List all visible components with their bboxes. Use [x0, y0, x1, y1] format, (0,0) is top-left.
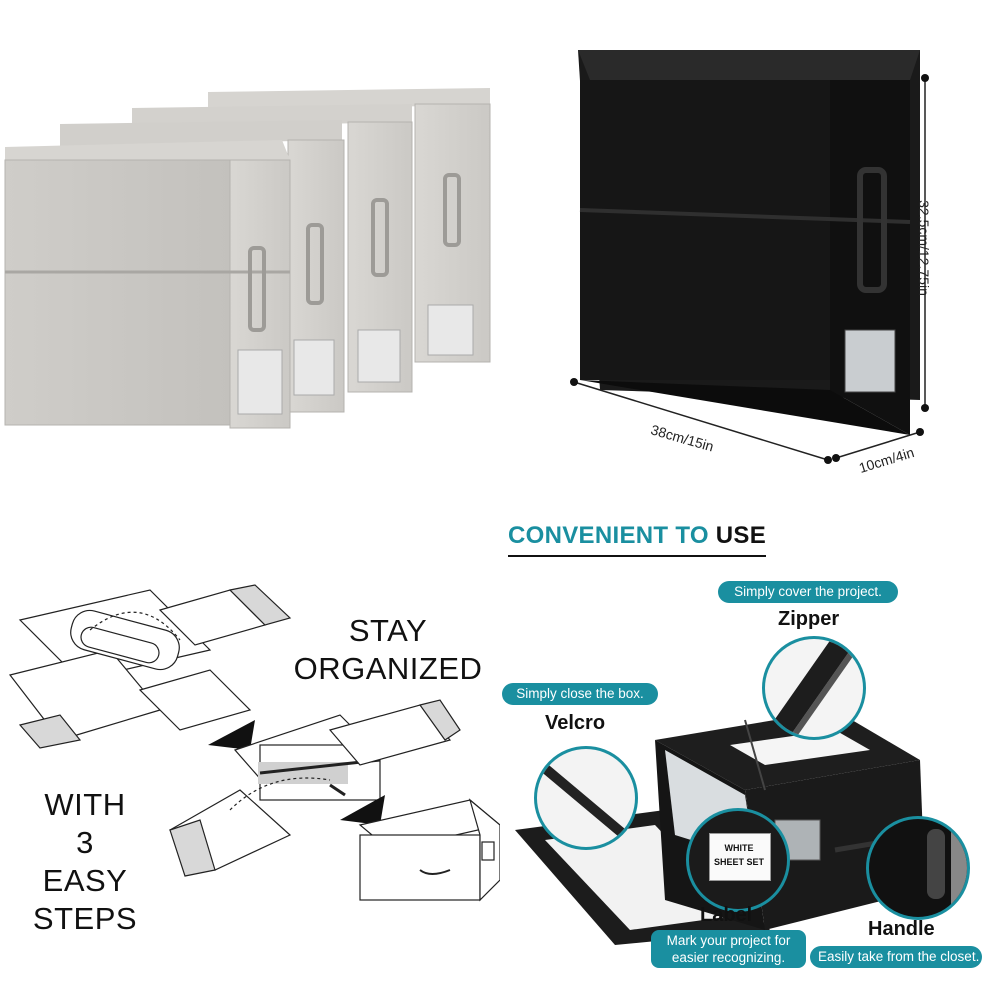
handle-title: Handle: [868, 918, 935, 940]
zipper-zoom-circle: [762, 636, 866, 740]
heading-part1: CONVENIENT TO: [508, 522, 709, 549]
label-caption: Mark your project for easier recognizing…: [651, 930, 806, 968]
handle-zoom-circle: [866, 816, 970, 920]
stay-line2: ORGANIZED: [293, 651, 483, 686]
velcro-title: Velcro: [545, 712, 606, 734]
handle-caption: Easily take from the closet.: [810, 946, 982, 968]
zipper-caption: Simply cover the project.: [718, 581, 898, 603]
gray-box-2: [60, 120, 345, 413]
gray-boxes-photo: [0, 0, 520, 440]
velcro-zoom-circle: [534, 746, 638, 850]
with-line3: STEPS: [32, 901, 138, 936]
with-line1: WITH: [44, 787, 126, 822]
label-caption-line1: Mark your project for: [666, 933, 791, 948]
velcro-caption: Simply close the box.: [502, 683, 658, 705]
three-easy-steps-text: WITH 3 EASY STEPS: [30, 786, 140, 938]
black-box-photo: [560, 40, 980, 480]
label-title: Label: [700, 904, 753, 926]
heading-part2: USE: [715, 522, 767, 549]
zipper-title: Zipper: [778, 608, 840, 630]
label-zoom-circle: WHITE SHEET SET: [686, 808, 790, 912]
label-card-line2: SHEET SET: [714, 857, 765, 867]
gray-box-4: [208, 88, 491, 363]
stay-line1: STAY: [348, 613, 428, 648]
stay-organized-text: STAY ORGANIZED: [288, 612, 488, 688]
label-caption-line2: easier recognizing.: [671, 950, 786, 965]
gray-box-1: [4, 140, 291, 429]
with-line2: 3 EASY: [42, 825, 128, 898]
folding-steps-drawing: [0, 580, 500, 1000]
label-card-line1: WHITE: [725, 843, 754, 853]
section-heading: CONVENIENT TO USE: [508, 522, 766, 550]
dimension-height: 32.5cm/12.75in: [915, 200, 932, 296]
heading-underline: [508, 555, 766, 557]
